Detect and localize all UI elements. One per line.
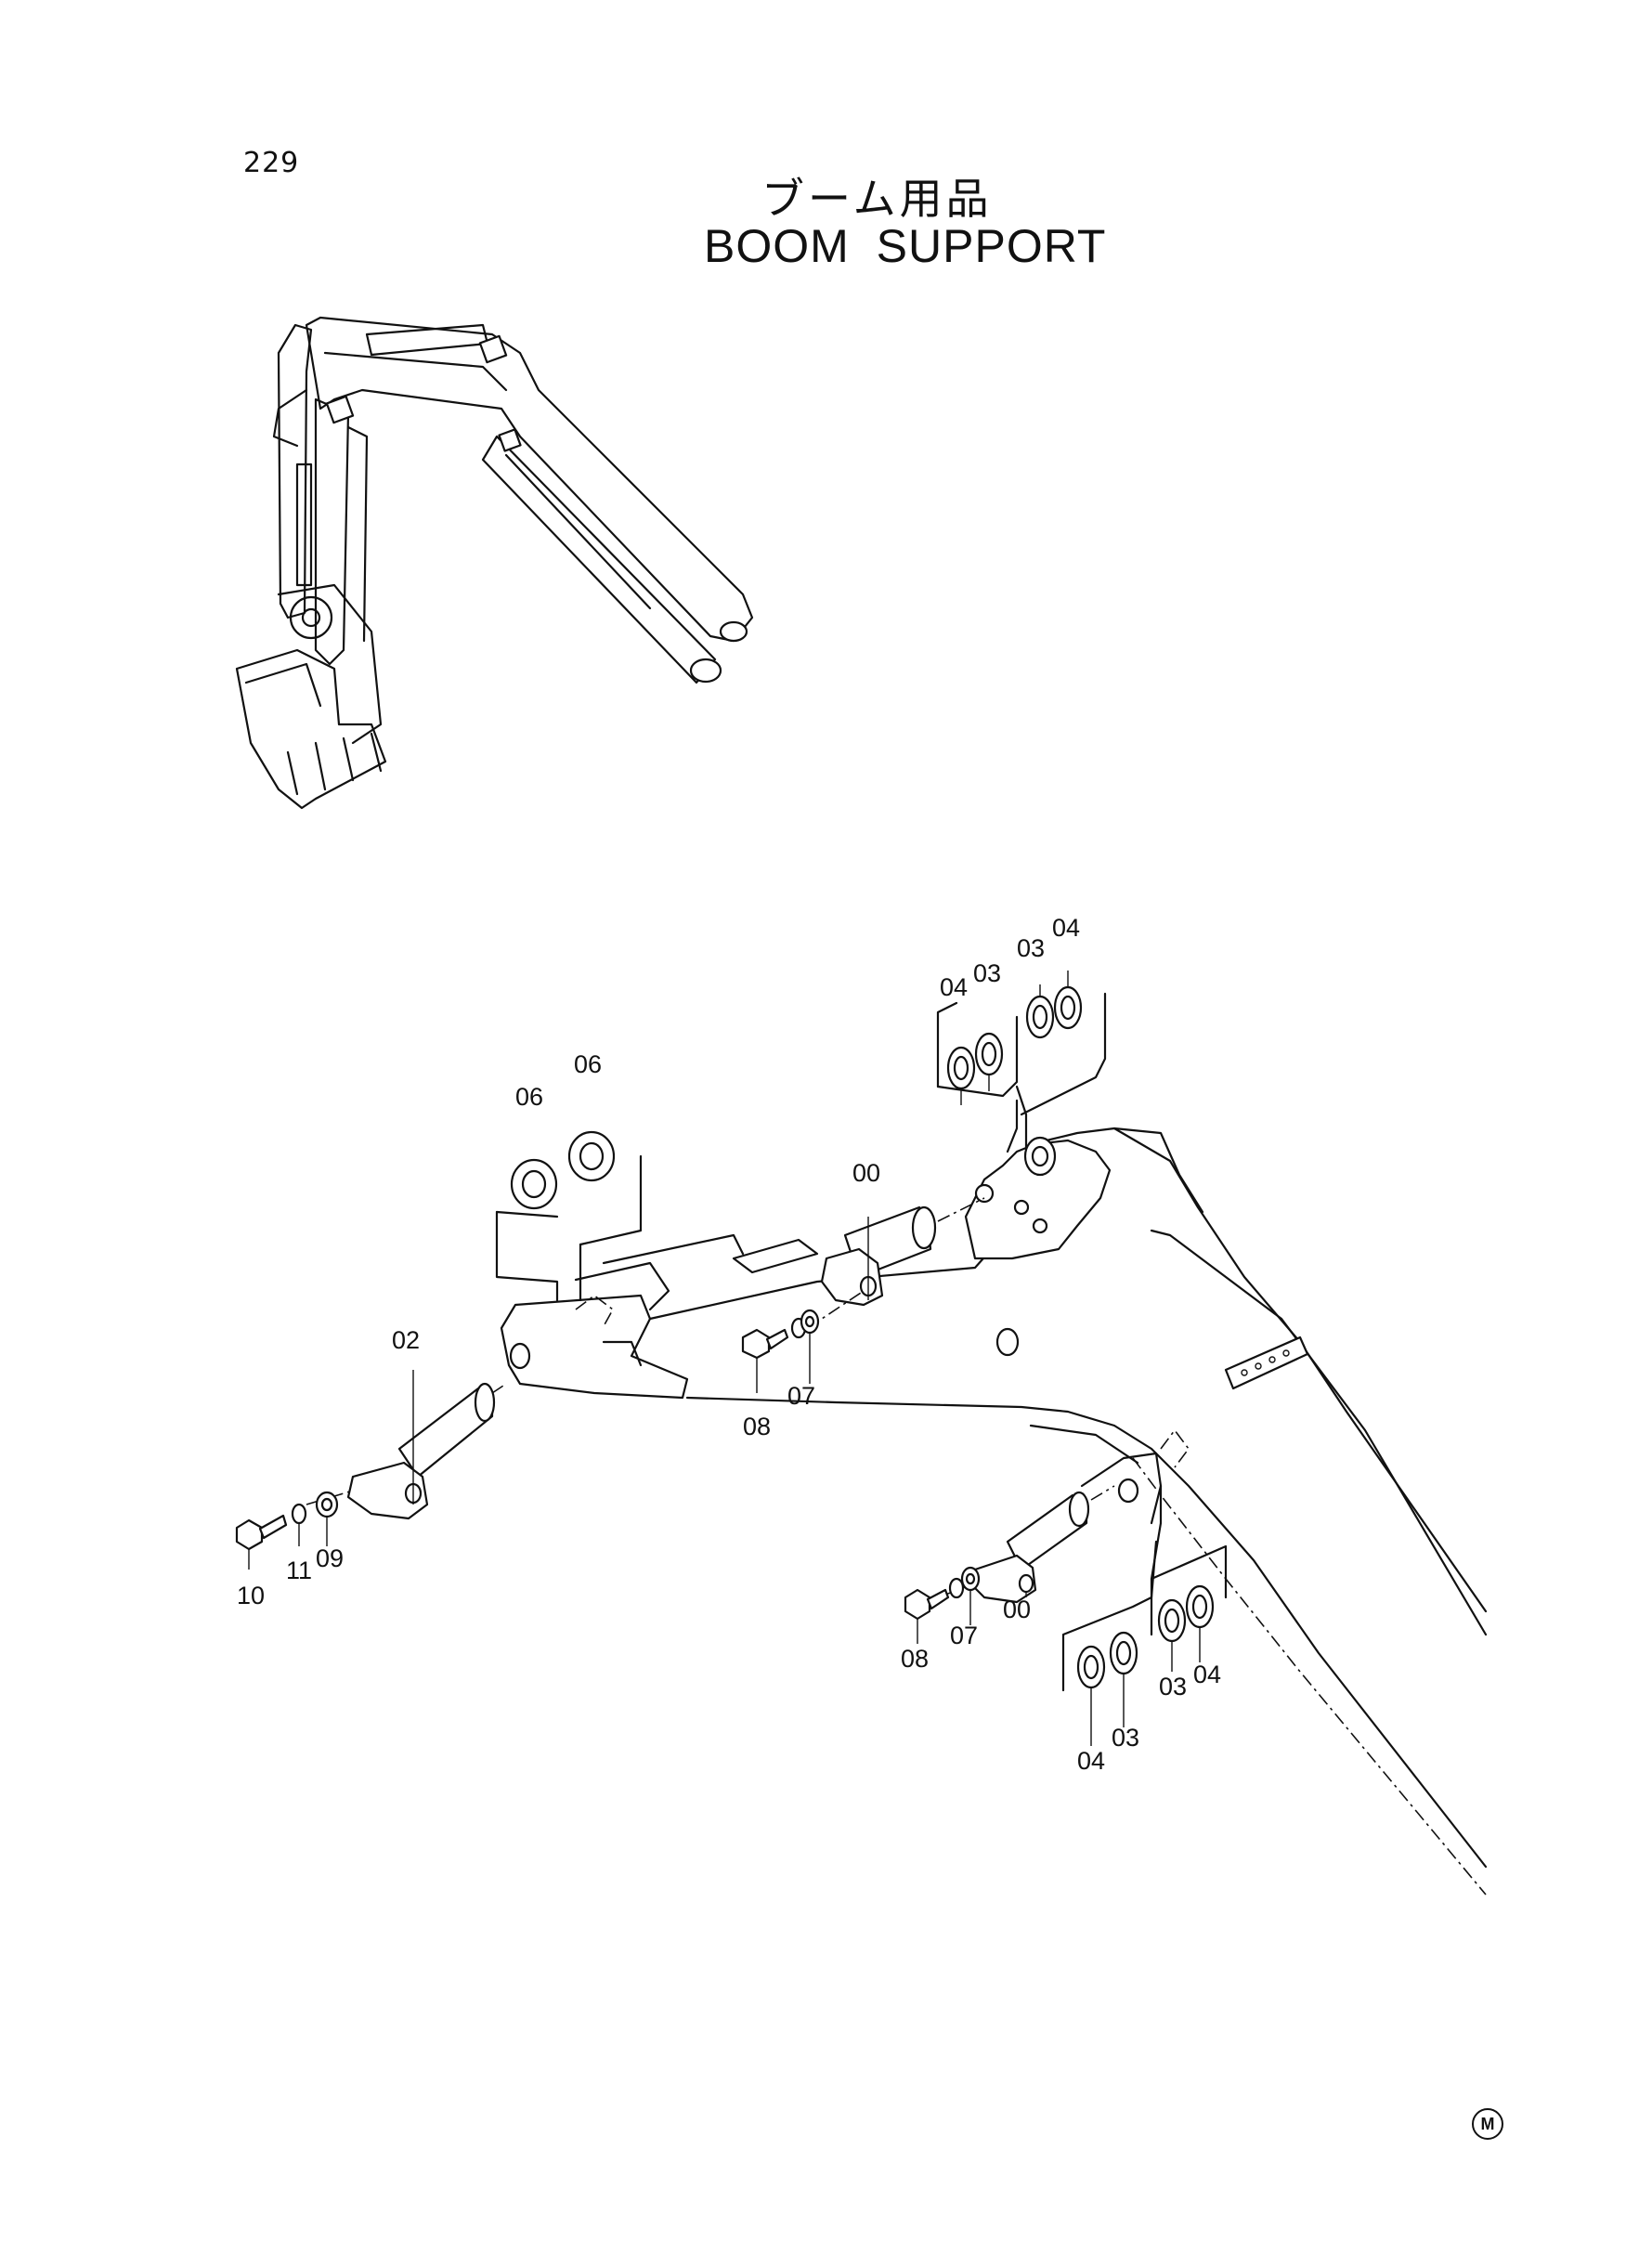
boom-body bbox=[500, 1127, 1488, 1896]
callout-02: 02 bbox=[392, 1326, 420, 1354]
manufacturer-mark: M bbox=[1472, 2108, 1503, 2140]
fasteners bbox=[235, 1309, 981, 1621]
callout-03: 03 bbox=[1017, 934, 1045, 962]
callout-09: 09 bbox=[316, 1544, 344, 1572]
overview-attachment-sketch bbox=[235, 316, 754, 810]
callout-08: 08 bbox=[743, 1413, 771, 1440]
title-japanese: ブーム用品 bbox=[761, 174, 993, 224]
callout-04: 04 bbox=[940, 973, 968, 1001]
pin-assembly-lower bbox=[937, 1485, 1115, 1604]
callout-06: 06 bbox=[574, 1050, 602, 1078]
callout-03: 03 bbox=[1159, 1673, 1187, 1700]
callout-11: 11 bbox=[286, 1557, 312, 1584]
callout-03: 03 bbox=[973, 959, 1001, 987]
page-number: 229 bbox=[243, 147, 300, 179]
pin-assembly-left bbox=[306, 1382, 507, 1520]
shim-washers bbox=[510, 985, 1215, 1689]
callout-07: 07 bbox=[950, 1622, 978, 1649]
leader-brackets bbox=[248, 971, 1228, 1746]
title-english: BOOM SUPPORT bbox=[704, 220, 1107, 272]
callout-04: 04 bbox=[1052, 914, 1080, 942]
callout-00: 00 bbox=[852, 1159, 880, 1187]
callout-08: 08 bbox=[901, 1645, 929, 1673]
callout-labels: 04 03 03 04 06 06 00 02 08 07 10 11 09 0… bbox=[237, 914, 1221, 1775]
callout-10: 10 bbox=[237, 1582, 265, 1609]
pin-assembly-upper bbox=[807, 1197, 985, 1329]
callout-03: 03 bbox=[1112, 1724, 1139, 1752]
callout-04: 04 bbox=[1193, 1661, 1221, 1688]
callout-06: 06 bbox=[515, 1083, 543, 1111]
callout-00: 00 bbox=[1003, 1596, 1031, 1623]
callout-07: 07 bbox=[787, 1382, 815, 1410]
callout-04: 04 bbox=[1077, 1747, 1105, 1775]
